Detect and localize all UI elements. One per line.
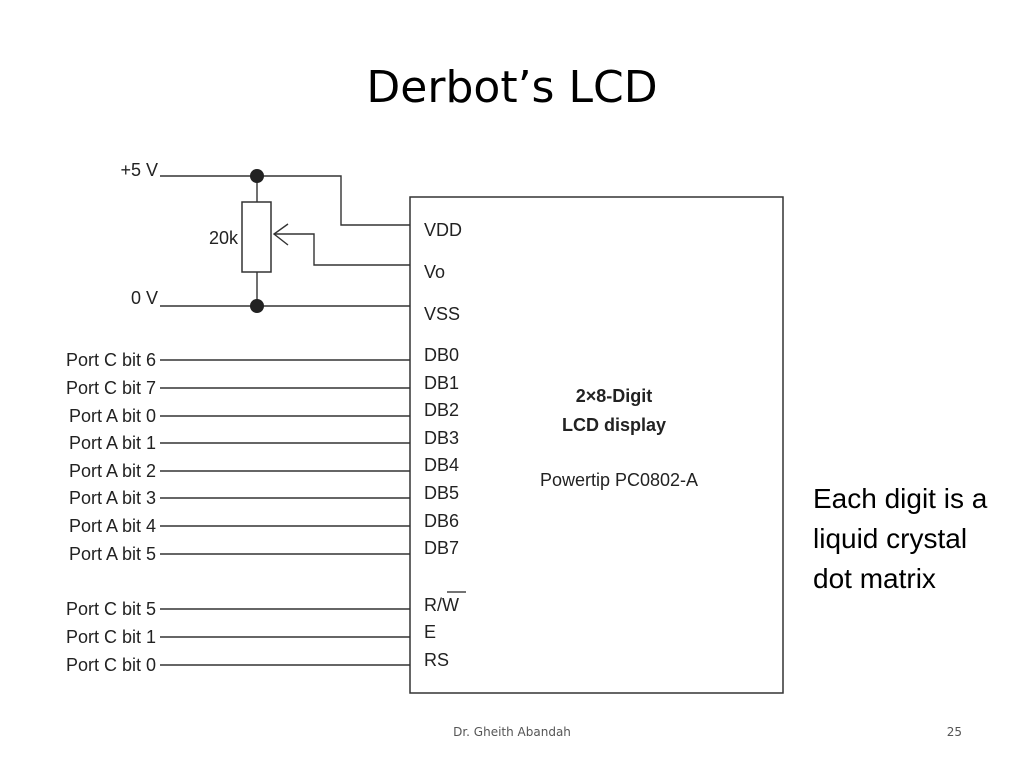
ground-junction	[250, 299, 264, 313]
pin-db7: DB7	[424, 538, 459, 558]
data-connection-label: Port A bit 5	[69, 544, 156, 564]
pin-vdd: VDD	[424, 220, 462, 240]
footer-author: Dr. Gheith Abandah	[453, 725, 571, 739]
data-connection-label: Port C bit 6	[66, 350, 156, 370]
wiper-wire	[274, 233, 410, 266]
supply-wire	[160, 175, 410, 226]
data-connection-label: Port A bit 3	[69, 488, 156, 508]
ground-label: 0 V	[131, 288, 158, 308]
lcd-module	[409, 196, 784, 694]
pin-db6: DB6	[424, 511, 459, 531]
data-connection-label: Port C bit 7	[66, 378, 156, 398]
pin-db3: DB3	[424, 428, 459, 448]
data-connection-label: Port A bit 2	[69, 461, 156, 481]
supply-junction	[250, 169, 264, 183]
slide-title: Derbot’s LCD	[366, 62, 658, 113]
pin-db5: DB5	[424, 483, 459, 503]
pin-rw: R/W	[424, 595, 459, 615]
pin-db0: DB0	[424, 345, 459, 365]
lcd-title-line1: 2×8-Digit	[576, 386, 653, 406]
wiper-arrow-icon	[272, 223, 289, 246]
lcd-part-number: Powertip PC0802-A	[540, 470, 698, 490]
potentiometer-body	[241, 201, 272, 273]
pin-vo: Vo	[424, 262, 445, 282]
control-connection-label: Port C bit 1	[66, 627, 156, 647]
data-connection-label: Port A bit 0	[69, 406, 156, 426]
data-connection-label: Port A bit 4	[69, 516, 156, 536]
lcd-title-line2: LCD display	[562, 415, 666, 435]
pin-db2: DB2	[424, 400, 459, 420]
data-connection-label: Port A bit 1	[69, 433, 156, 453]
pin-db1: DB1	[424, 373, 459, 393]
pin-e: E	[424, 622, 436, 642]
control-connection-label: Port C bit 0	[66, 655, 156, 675]
control-connection-label: Port C bit 5	[66, 599, 156, 619]
page-number: 25	[946, 725, 962, 739]
side-note: Each digit is a liquid crystal dot matri…	[813, 483, 988, 594]
supply-label: +5 V	[120, 160, 158, 180]
pin-rs: RS	[424, 650, 449, 670]
pin-db4: DB4	[424, 455, 459, 475]
pin-vss: VSS	[424, 304, 460, 324]
pot-label: 20k	[209, 228, 239, 248]
